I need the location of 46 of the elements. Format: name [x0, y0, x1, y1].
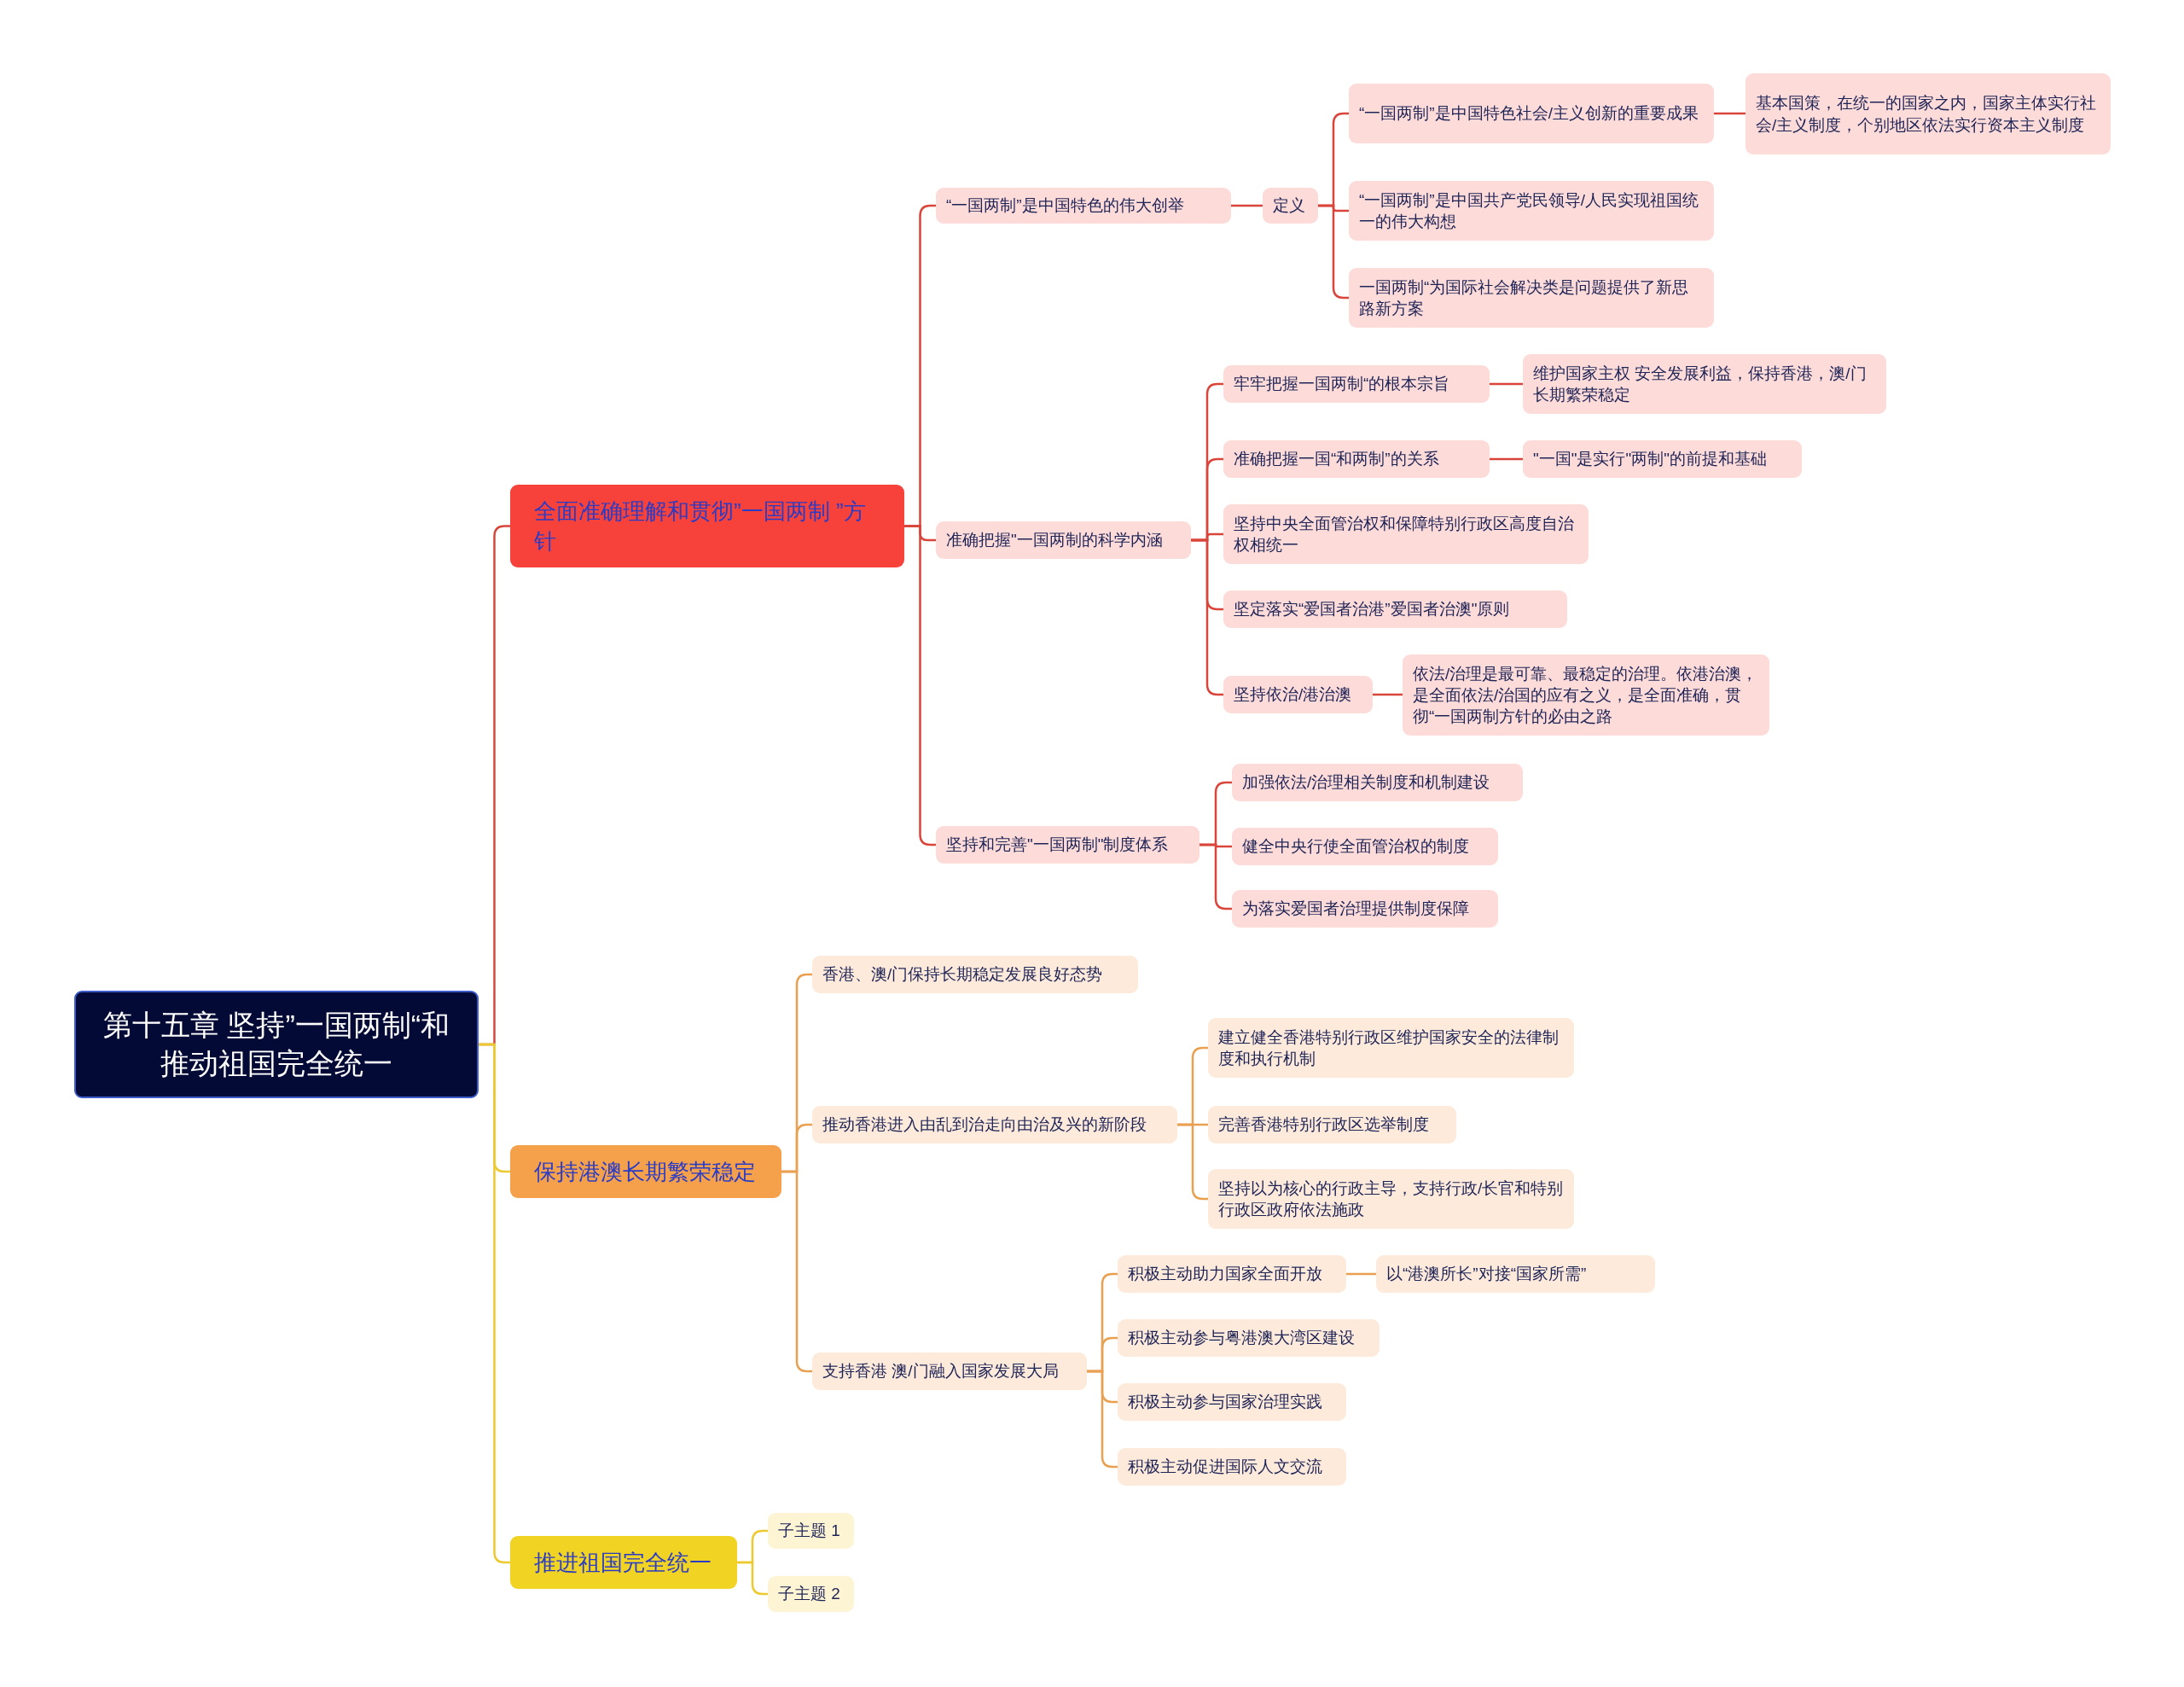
topic-box: 积极主动助力国家全面开放 [1118, 1255, 1346, 1293]
topic-box: 坚持和完善"一国两制"制度体系 [936, 826, 1199, 864]
branch-box: 推进祖国完全统一 [510, 1536, 737, 1589]
topic-box: 定义 [1263, 188, 1318, 224]
topic-box: 坚持中央全面管治权和保障特别行政区高度自治权相统一 [1223, 504, 1589, 564]
topic-box: 支持香港 澳/门融入国家发展大局 [812, 1353, 1087, 1390]
topic-box: 坚定落实“爱国者治港”爱国者治澳"原则 [1223, 590, 1567, 628]
connector-line [1714, 112, 1745, 115]
connector-line [1373, 693, 1403, 696]
topic-box: 积极主动促进国际人文交流 [1118, 1448, 1346, 1486]
connector-line [1490, 457, 1523, 461]
topic-box: 依法/治理是最可靠、最稳定的治理。依港治澳，是全面依法/治国的应有之义，是全面准确，贯彻“一国两制方针的必由之路 [1403, 654, 1769, 736]
topic-box: 健全中央行使全面管治权的制度 [1232, 828, 1498, 865]
connector-line [1199, 843, 1232, 910]
topic-box: 坚持依治/港治澳 [1223, 676, 1373, 713]
topic-box: “一国两制”是中国特色的伟大创举 [936, 188, 1231, 224]
topic-box: 推动香港进入由乱到治走向由治及兴的新阶段 [812, 1106, 1177, 1143]
topic-box: 维护国家主权 安全发展利益，保持香港，澳/门长期繁荣稳定 [1523, 354, 1886, 414]
topic-box: 香港、澳/门保持长期稳定发展良好态势 [812, 956, 1138, 993]
topic-box: 加强依法/治理相关制度和机制建设 [1232, 764, 1523, 801]
topic-box: 为落实爱国者治理提供制度保障 [1232, 890, 1498, 928]
connector-line [1191, 538, 1223, 696]
topic-box: 积极主动参与粤港澳大湾区建设 [1118, 1319, 1380, 1357]
topic-box: “一国两制”是中国特色社会/主义创新的重要成果 [1349, 84, 1714, 143]
topic-box: 牢牢把握一国两制“的根本宗旨 [1223, 365, 1490, 403]
connector-line [737, 1561, 768, 1596]
root-topic-box: 第十五章 坚持”一国两制“和推动祖国完全统一 [74, 991, 479, 1098]
topic-box: 坚持以为核心的行政主导，支持行政/长官和特别行政区政府依法施政 [1208, 1169, 1574, 1229]
branch-box: 全面准确理解和贯彻”一国两制 ”方针 [510, 485, 904, 567]
topic-box: 准确把握一国“和两制”的关系 [1223, 440, 1490, 478]
topic-box: 基本国策，在统一的国家之内，国家主体实行社会/主义制度，个别地区依法实行资本主义制度 [1745, 73, 2111, 154]
connector-line [1490, 382, 1523, 386]
topic-box: 子主题 2 [768, 1576, 854, 1612]
connector-line [1231, 204, 1263, 207]
topic-box: 一国两制“为国际社会解决类是问题提供了新思路新方案 [1349, 268, 1714, 328]
connector-line [904, 525, 936, 846]
branch-box: 保持港澳长期繁荣稳定 [510, 1145, 781, 1198]
topic-box: 积极主动参与国家治理实践 [1118, 1383, 1346, 1421]
topic-box: 建立健全香港特别行政区维护国家安全的法律制度和执行机制 [1208, 1018, 1574, 1078]
topic-box: “一国两制”是中国共产党民领导/人民实现祖国统一的伟大构想 [1349, 181, 1714, 241]
topic-box: 准确把握"一国两制的科学内涵 [936, 521, 1191, 559]
topic-box: 以“港澳所长”对接“国家所需” [1376, 1255, 1655, 1293]
topic-box: "一国"是实行"两制"的前提和基础 [1523, 440, 1802, 478]
connector-line [1346, 1272, 1376, 1276]
topic-box: 子主题 1 [768, 1513, 854, 1549]
topic-box: 完善香港特别行政区选举制度 [1208, 1106, 1456, 1143]
